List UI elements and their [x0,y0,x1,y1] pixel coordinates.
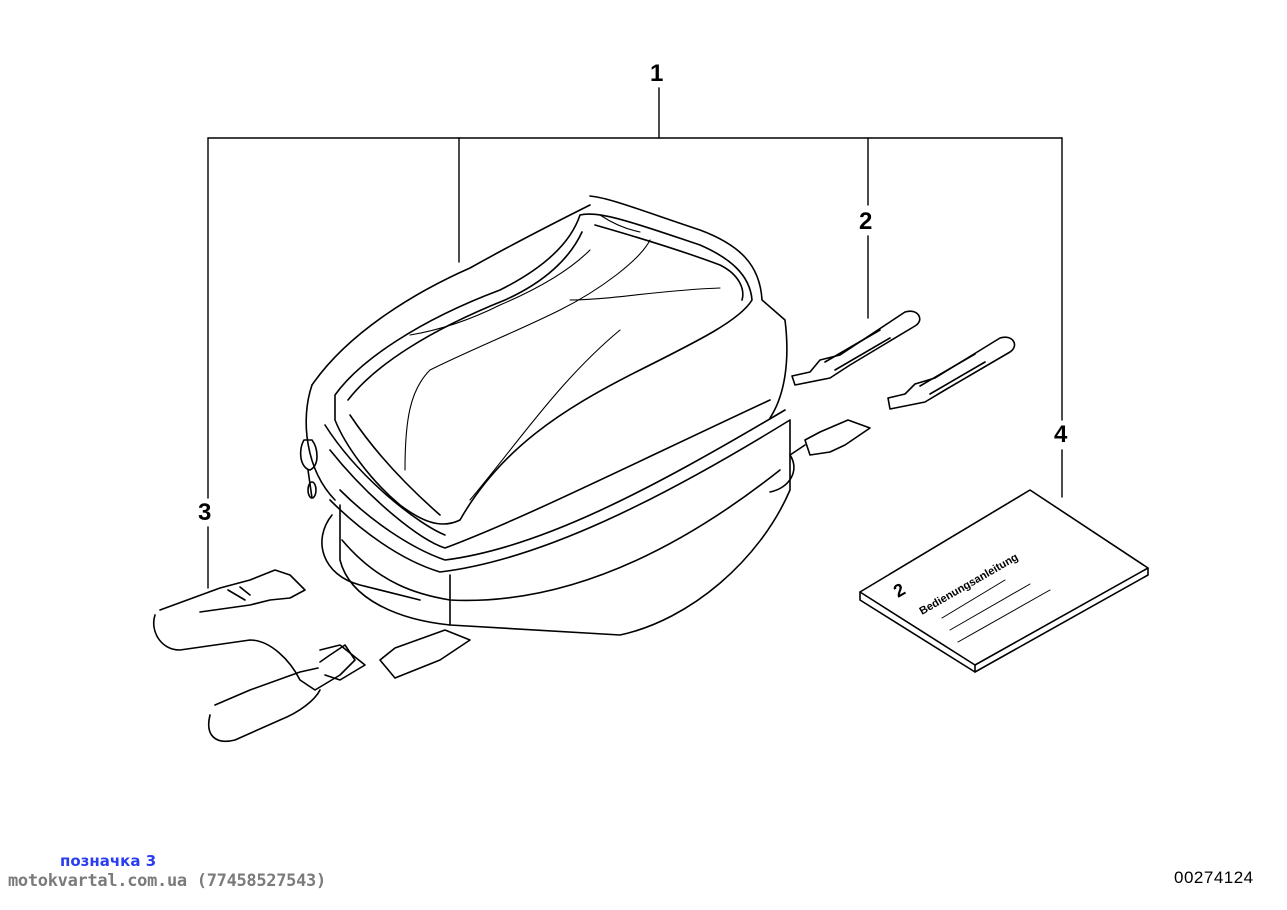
manual-booklet-drawing [859,489,1149,673]
manual-title: Bedienungsanleitung [918,551,1021,617]
leader-lines [207,87,1063,589]
watermark-site: motokvartal.com.ua (77458527543) [8,871,326,891]
tank-bag-drawing [299,195,795,636]
strap-set [153,569,471,742]
diagram-code: 00274124 [1174,868,1254,887]
manual-number: 2 [890,579,909,601]
callout-2: 2 [859,208,873,235]
label-tag: позначка 3 [60,852,157,870]
callout-4: 4 [1054,421,1068,448]
callout-3: 3 [198,499,212,526]
buckle-strap-pair [789,310,1016,456]
callout-1: 1 [650,60,664,87]
